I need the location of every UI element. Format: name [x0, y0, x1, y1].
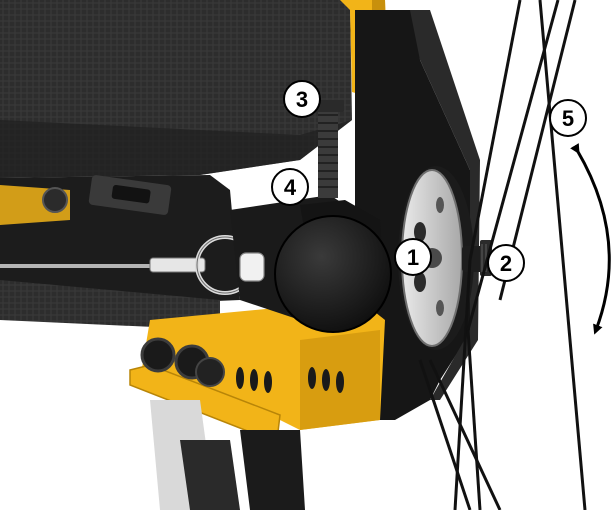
strap-bracket-hole	[111, 184, 151, 204]
callout-1: 1	[394, 238, 432, 276]
callout-3-label: 3	[296, 87, 308, 112]
callout-3: 3	[283, 80, 321, 118]
callout-2: 2	[487, 244, 525, 282]
callout-1-label: 1	[407, 245, 419, 270]
quick-release-knob	[274, 200, 392, 333]
lower-fabric	[0, 280, 220, 330]
callout-5-label: 5	[562, 106, 574, 131]
callout-4-label: 4	[284, 175, 297, 200]
pin-cap	[239, 252, 265, 282]
release-cable	[0, 264, 160, 268]
left-bolt	[42, 187, 68, 213]
seat-fabric-shadow	[0, 120, 352, 178]
wheel-hub	[398, 166, 474, 350]
callout-5: 5	[549, 99, 587, 137]
callout-2-label: 2	[500, 251, 512, 276]
side-plate-edge	[410, 10, 480, 400]
caster-wheel-shadow	[180, 440, 240, 510]
caster-fork	[240, 430, 305, 510]
bracket-slots	[236, 367, 344, 393]
release-pin-sleeve	[149, 257, 206, 273]
curved-double-arrow-icon	[570, 143, 611, 335]
hex-nuts	[140, 337, 225, 387]
callout-4: 4	[271, 168, 309, 206]
